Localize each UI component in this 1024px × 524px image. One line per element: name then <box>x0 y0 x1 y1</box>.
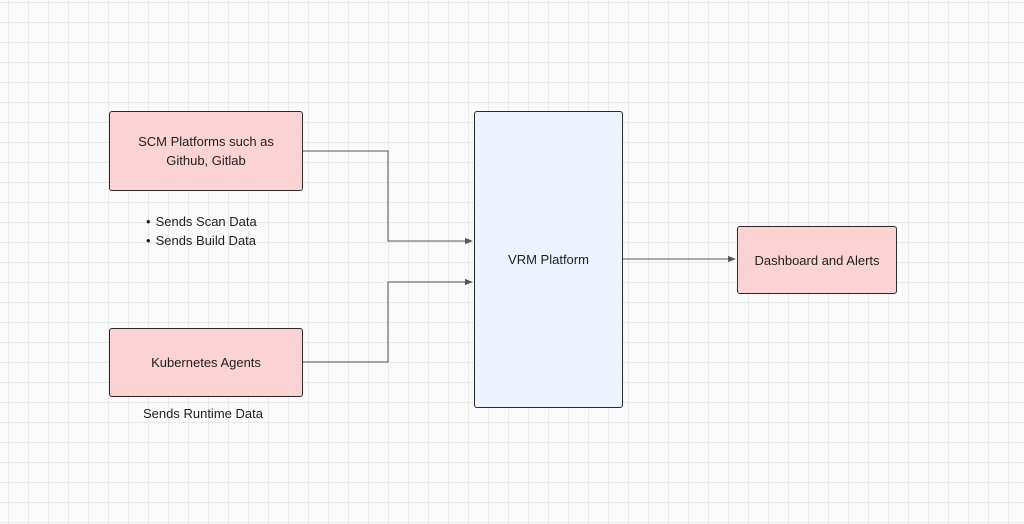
node-vrm-platform[interactable]: VRM Platform <box>474 111 623 408</box>
note-sends-build-data: Sends Build Data <box>146 231 257 250</box>
node-kubernetes-agents[interactable]: Kubernetes Agents <box>109 328 303 397</box>
node-scm-platforms[interactable]: SCM Platforms such as Github, Gitlab <box>109 111 303 191</box>
edge-k8s-to-vrm <box>303 278 473 363</box>
node-dashboard-alerts-label: Dashboard and Alerts <box>754 252 880 268</box>
note-sends-scan-data: Sends Scan Data <box>146 212 257 231</box>
scm-notes-list: Sends Scan Data Sends Build Data <box>146 212 257 250</box>
node-dashboard-alerts[interactable]: Dashboard and Alerts <box>737 226 897 294</box>
node-vrm-platform-label: VRM Platform <box>508 252 589 267</box>
node-kubernetes-agents-label: Kubernetes Agents <box>151 355 261 370</box>
note-sends-runtime-data: Sends Runtime Data <box>143 406 263 421</box>
node-scm-platforms-label: SCM Platforms such as Github, Gitlab <box>138 134 274 168</box>
edge-scm-to-vrm <box>303 150 473 245</box>
